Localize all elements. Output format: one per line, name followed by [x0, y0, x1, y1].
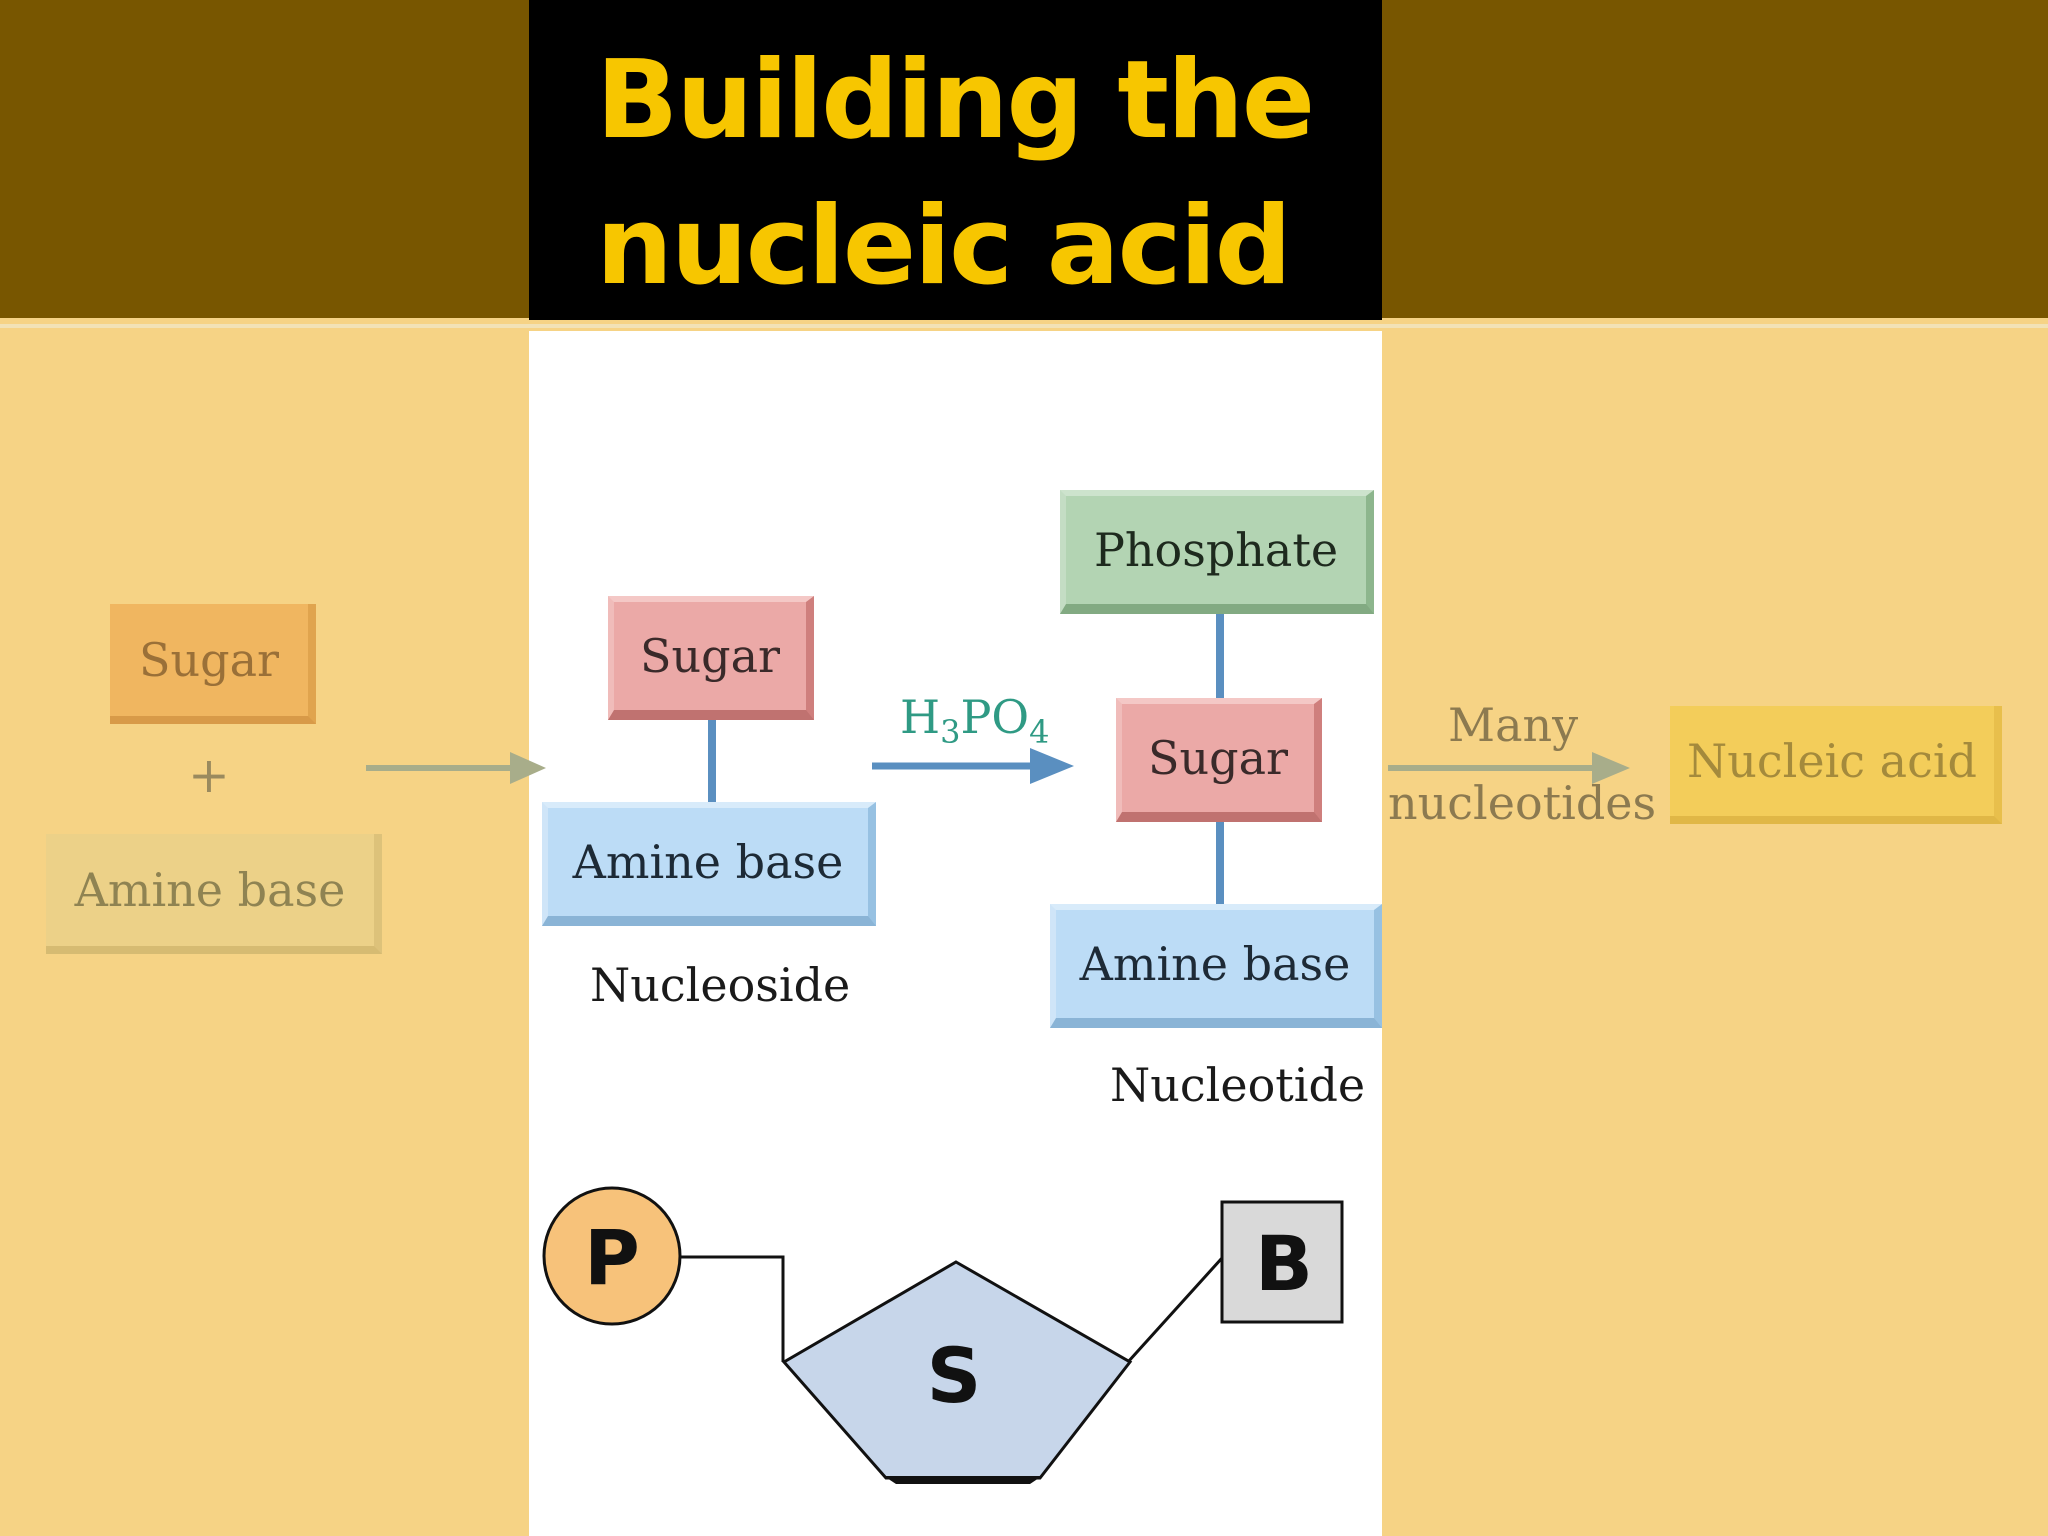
faded-many-label: Many	[1448, 698, 1579, 752]
schematic-p-s-bond	[680, 1255, 785, 1362]
sugar-pentagon	[781, 1260, 1133, 1484]
reaction-arrow	[872, 748, 1074, 784]
faded-nucleotides-label: nucleotides	[1388, 776, 1657, 830]
nucleoside-sugar-box: Sugar	[608, 596, 814, 720]
reagent-formula: H3PO4	[900, 690, 1050, 751]
base-square	[1220, 1200, 1344, 1324]
reagent-po: PO	[960, 690, 1030, 744]
schematic-s-b-bond	[1126, 1256, 1224, 1364]
faded-amine-base-box: Amine base	[46, 834, 382, 954]
faded-plus-sign: +	[188, 746, 230, 804]
nucleotide-amine-base-box: Amine base	[1050, 904, 1382, 1028]
sugar-letter: S	[927, 1331, 982, 1420]
phosphate-box: Phosphate	[1060, 490, 1374, 614]
nucleoside-label: Nucleoside	[590, 958, 851, 1012]
phosphate-letter: P	[584, 1213, 640, 1302]
faded-sugar-box: Sugar	[110, 604, 316, 724]
faded-arrow-left	[366, 752, 546, 784]
faded-arrow-right	[1388, 752, 1630, 784]
base-letter: B	[1255, 1219, 1313, 1308]
phosphate-circle	[542, 1186, 682, 1326]
slide-title: Building the nucleic acid	[596, 38, 1315, 309]
faded-nucleic-acid-box: Nucleic acid	[1670, 706, 2002, 824]
reagent-subscript-3: 3	[940, 713, 961, 752]
nucleotide-sugar-box: Sugar	[1116, 698, 1322, 822]
reagent-subscript-4: 4	[1029, 713, 1050, 752]
title-box	[529, 0, 1382, 320]
header-divider	[0, 324, 2048, 328]
nucleotide-label: Nucleotide	[1110, 1058, 1366, 1112]
nucleoside-amine-base-box: Amine base	[542, 802, 876, 926]
reagent-h: H	[900, 690, 941, 744]
